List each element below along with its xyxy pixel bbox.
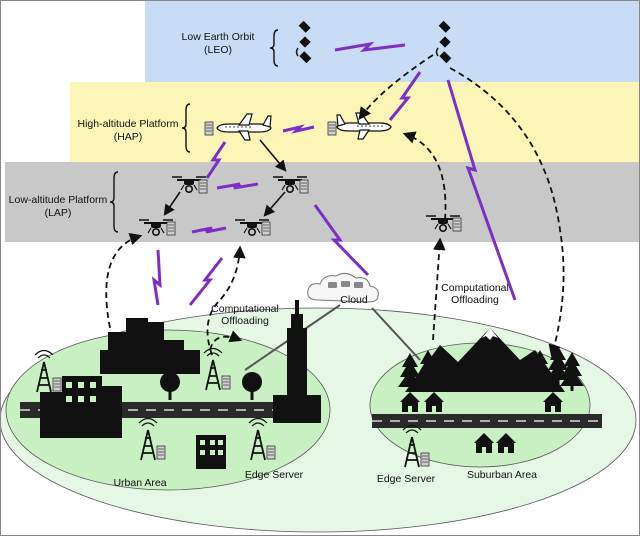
server-icon: [261, 221, 271, 236]
server-icon: [327, 121, 337, 136]
edge-server-left-label: Edge Server: [245, 469, 304, 481]
server-icon: [452, 217, 462, 232]
edge-server-right-label: Edge Server: [377, 473, 436, 485]
leo-label-line1: Low Earth Orbit: [182, 31, 255, 43]
server-icon: [299, 179, 309, 194]
offload-left-line1: Computational: [211, 303, 279, 315]
server-icon: [166, 221, 176, 236]
wireless-links: [151, 41, 517, 306]
hap-label-line2: (HAP): [114, 131, 143, 143]
offload-right-line2: Offloading: [451, 294, 499, 306]
server-icon: [420, 452, 430, 467]
leo-label-line2: (LEO): [204, 44, 232, 56]
leo-band: [145, 0, 639, 82]
lap-label-line1: Low-altitude Platform: [9, 194, 108, 206]
server-icon: [204, 121, 214, 136]
offloading-links: [105, 54, 565, 358]
hap-band: [70, 82, 639, 162]
cloud-icon: [307, 272, 379, 303]
offload-left-line2: Offloading: [221, 315, 269, 327]
air-links: [163, 139, 287, 217]
server-icon: [266, 445, 276, 460]
mountain-icon: [405, 328, 565, 392]
server-icon: [156, 445, 166, 460]
cloud-label: Cloud: [340, 294, 368, 306]
leo-brace: [269, 29, 279, 67]
lap-brace: [109, 171, 119, 233]
hap-brace: [181, 103, 191, 153]
offload-right-line1: Computational: [441, 282, 509, 294]
hap-label-line1: High-altitude Platform: [78, 118, 179, 130]
urban-skyline: [100, 318, 200, 374]
suburban-area-label: Suburban Area: [467, 469, 537, 481]
lap-label-line2: (LAP): [45, 207, 72, 219]
server-icon: [52, 377, 62, 392]
server-icon: [198, 179, 208, 194]
urban-area-label: Urban Area: [113, 477, 166, 489]
server-icon: [221, 375, 231, 390]
backhaul-suburban: [371, 307, 421, 361]
tall-tower-building: [273, 300, 321, 423]
